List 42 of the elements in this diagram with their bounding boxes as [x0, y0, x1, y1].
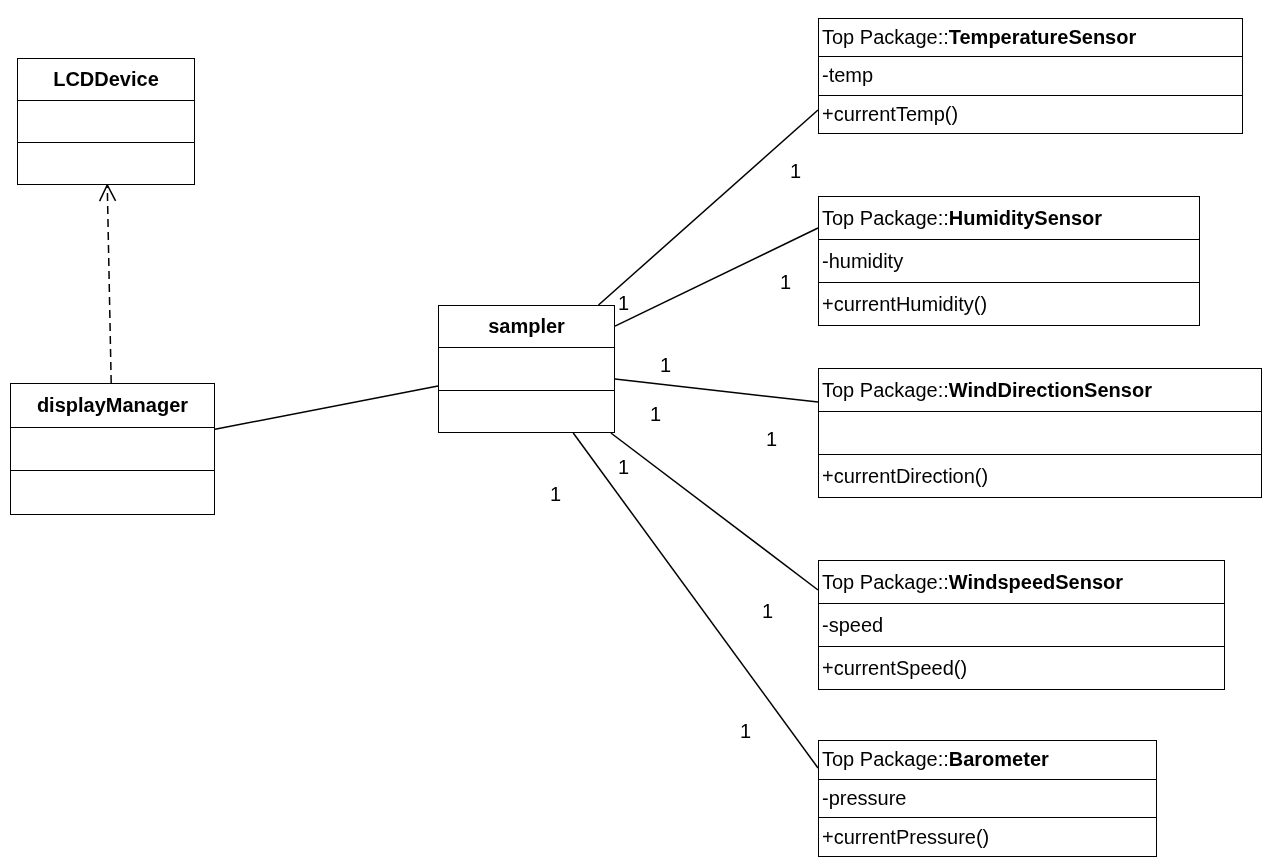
class-name: displayManager [35, 393, 190, 417]
association-line [597, 109, 819, 306]
class-box [818, 740, 1157, 857]
attribute-text: -temp [821, 64, 875, 88]
operation-text: +currentSpeed() [821, 656, 969, 680]
class-name: Top Package::Barometer [821, 748, 1050, 772]
operation-text: +currentTemp() [821, 102, 960, 126]
operation-text: +currentHumidity() [821, 292, 989, 316]
dependency-arrow [98, 184, 117, 384]
class-name: Top Package::HumiditySensor [821, 206, 1104, 230]
association-line [614, 227, 819, 327]
class-box [818, 196, 1200, 326]
class-box [10, 383, 215, 515]
class-box [818, 18, 1243, 134]
multiplicity-label: 1 [762, 600, 774, 623]
association-line [572, 432, 819, 769]
multiplicity-label: 1 [790, 160, 802, 183]
class-name: sampler [487, 315, 566, 339]
class-box [818, 368, 1262, 498]
association-line [214, 385, 439, 430]
operation-text: +currentDirection() [821, 464, 990, 488]
multiplicity-label: 1 [650, 403, 662, 426]
attribute-text: -pressure [821, 787, 908, 810]
multiplicity-label: 1 [618, 456, 630, 479]
association-line [610, 432, 819, 591]
attribute-text: -humidity [821, 249, 905, 273]
class-box [438, 305, 615, 433]
class-box [17, 58, 195, 185]
class-name: LCDDevice [52, 68, 160, 91]
attribute-text: -speed [821, 613, 885, 637]
operation-text: +currentPressure() [821, 825, 991, 849]
multiplicity-label: 1 [618, 292, 630, 315]
multiplicity-label: 1 [780, 271, 792, 294]
class-name: Top Package::WindspeedSensor [821, 570, 1125, 594]
class-name: Top Package::WindDirectionSensor [821, 378, 1153, 402]
multiplicity-label: 1 [766, 428, 778, 451]
association-line [614, 378, 819, 403]
class-box [818, 560, 1225, 690]
class-name: Top Package::TemperatureSensor [821, 26, 1138, 50]
multiplicity-label: 1 [550, 483, 562, 506]
multiplicity-label: 1 [660, 354, 672, 377]
multiplicity-label: 1 [740, 720, 752, 743]
